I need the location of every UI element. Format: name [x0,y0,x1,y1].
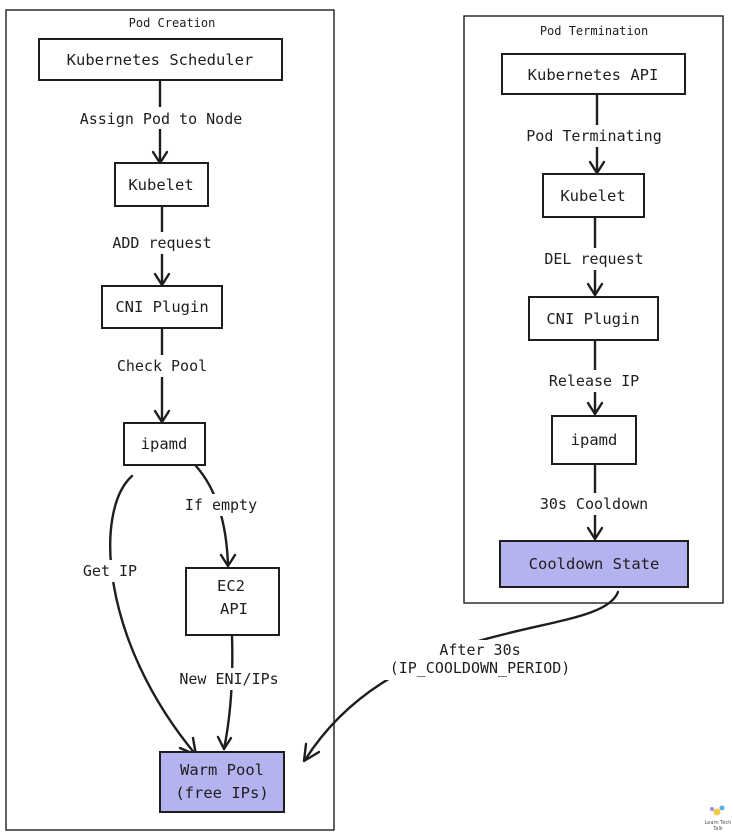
edge-if-empty: If empty [178,464,264,568]
node-label-ec2-line1: EC2 [217,577,245,595]
edge-label-del: DEL request [544,250,643,268]
edge-after-30s: After 30s (IP_COOLDOWN_PERIOD) [302,590,620,763]
edge-assign: Assign Pod to Node [70,78,253,165]
edge-get-ip: Get IP [72,474,198,757]
node-label-cni-term: CNI Plugin [546,310,639,328]
edge-label-neweni: New ENI/IPs [179,670,278,688]
edge-release-ip: Release IP [534,338,654,416]
node-kubelet-create: Kubelet [114,162,209,207]
pod-termination-title: Pod Termination [540,24,648,38]
logo-text-line1: Learn Tech [705,820,732,826]
edge-check-pool: Check Pool [110,326,214,424]
node-ec2-api: EC2 API [185,567,280,636]
node-label-ipamd-term: ipamd [571,431,618,449]
node-cni-plugin-create: CNI Plugin [101,285,223,329]
node-kubelet-term: Kubelet [542,173,645,218]
edge-del-request: DEL request [528,216,660,297]
edge-pod-terminating: Pod Terminating [512,92,676,175]
node-label-ec2-line2: API [220,600,248,618]
learn-tech-talk-logo: Learn Tech Talk [705,805,732,832]
node-label-cni-create: CNI Plugin [115,298,208,316]
edge-new-eni: New ENI/IPs [166,634,292,751]
pod-creation-frame: Pod Creation [5,9,335,831]
edge-label-empty: If empty [185,496,257,514]
edge-label-check: Check Pool [117,357,207,375]
edge-label-add: ADD request [112,234,211,252]
node-label-k8s-api: Kubernetes API [528,66,659,84]
edge-label-cooldown30: 30s Cooldown [540,495,648,513]
node-label-kubelet-create: Kubelet [128,176,193,194]
edge-label-release: Release IP [549,372,639,390]
edge-30s-cooldown: 30s Cooldown [522,463,666,541]
edge-label-after-line2: (IP_COOLDOWN_PERIOD) [390,659,571,677]
edge-add-request: ADD request [100,204,224,287]
logo-text-line2: Talk [712,826,723,832]
node-warm-pool: Warm Pool (free IPs) [159,751,285,813]
pod-termination-frame: Pod Termination [463,15,724,604]
node-label-ipamd-create: ipamd [141,435,188,453]
node-label-scheduler: Kubernetes Scheduler [67,51,254,69]
node-kubernetes-api: Kubernetes API [501,53,686,95]
edge-label-terminating: Pod Terminating [526,127,661,145]
node-label-cooldown: Cooldown State [529,555,660,573]
node-label-warm-line2: (free IPs) [175,784,268,802]
edge-label-assign: Assign Pod to Node [80,110,243,128]
edge-label-after-line1: After 30s [439,641,520,659]
node-ipamd-create: ipamd [123,422,206,466]
node-cooldown-state: Cooldown State [499,540,689,588]
pod-creation-title: Pod Creation [129,16,216,30]
node-label-kubelet-term: Kubelet [560,187,625,205]
node-label-warm-line1: Warm Pool [180,761,264,779]
node-cni-plugin-term: CNI Plugin [528,296,659,341]
node-kubernetes-scheduler: Kubernetes Scheduler [38,38,283,81]
edge-label-getip: Get IP [83,562,137,580]
node-ipamd-term: ipamd [551,415,637,465]
